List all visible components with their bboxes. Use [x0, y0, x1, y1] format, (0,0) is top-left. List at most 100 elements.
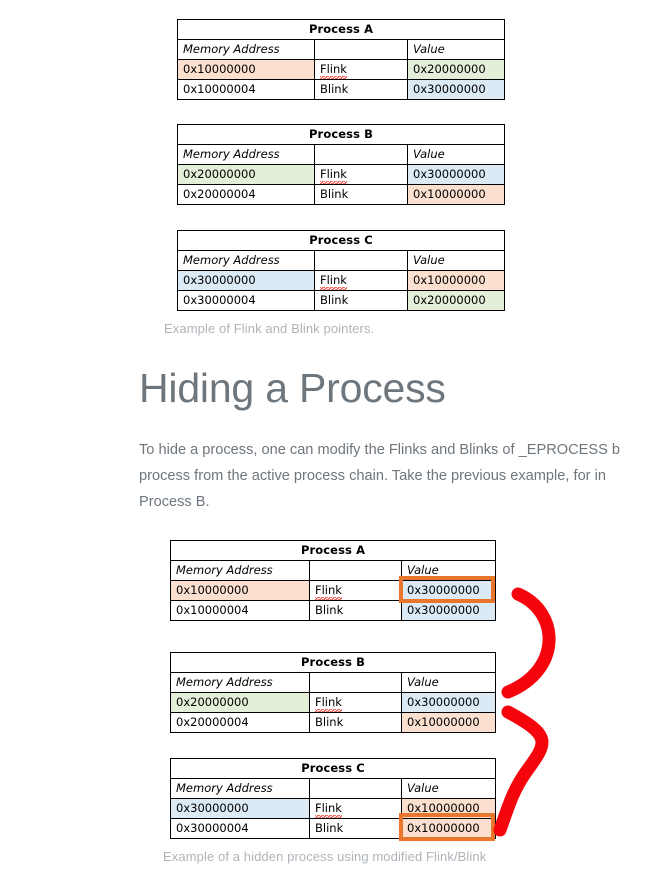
flink-label: Flink — [315, 583, 342, 600]
table-row: 0x30000004 Blink 0x10000000 — [170, 818, 497, 839]
table-header-row: Memory Address Value — [170, 672, 497, 693]
cell-value: 0x30000000 — [406, 79, 506, 100]
table-title-row: Process C — [176, 230, 506, 251]
cell-value: 0x20000000 — [406, 59, 506, 80]
column-header-value: Value — [400, 672, 497, 693]
cell-pointer-field: Blink — [314, 290, 408, 311]
column-header-field — [314, 39, 408, 60]
cell-memory-address: 0x30000000 — [170, 798, 310, 819]
column-header-memory-address: Memory Address — [177, 250, 315, 271]
cell-value: 0x10000000 — [406, 270, 506, 291]
cell-value: 0x30000000 — [406, 164, 506, 185]
table-header-row: Memory Address Value — [177, 144, 506, 165]
cell-memory-address: 0x10000004 — [177, 79, 315, 100]
paragraph-line-3: Process B. — [139, 494, 210, 510]
flink-label: Flink — [315, 695, 342, 712]
cell-value: 0x10000000 — [400, 798, 497, 819]
process-table-c-after: Process C Memory Address Value 0x3000000… — [169, 758, 497, 839]
cell-memory-address: 0x30000004 — [170, 818, 310, 839]
cell-pointer-field: Blink — [309, 712, 402, 733]
cell-pointer-field: Flink — [309, 798, 402, 819]
table-title-row: Process A — [169, 540, 497, 561]
cell-pointer-field: Flink — [309, 580, 402, 601]
column-header-memory-address: Memory Address — [170, 560, 310, 581]
table-row: 0x10000004 Blink 0x30000000 — [177, 79, 506, 100]
cell-pointer-field: Blink — [309, 818, 402, 839]
cell-memory-address: 0x10000000 — [177, 59, 315, 80]
table-row: 0x20000000 Flink 0x30000000 — [170, 692, 497, 713]
column-header-value: Value — [406, 144, 506, 165]
table-row: 0x20000004 Blink 0x10000000 — [177, 184, 506, 205]
process-table-b-before: Process B Memory Address Value 0x2000000… — [176, 124, 506, 205]
table-header-row: Memory Address Value — [170, 560, 497, 581]
cell-memory-address: 0x10000004 — [170, 600, 310, 621]
cell-memory-address: 0x20000004 — [177, 184, 315, 205]
paragraph-line-1: To hide a process, one can modify the Fl… — [139, 442, 621, 458]
column-header-value: Value — [406, 250, 506, 271]
table-row: 0x20000004 Blink 0x10000000 — [170, 712, 497, 733]
table-title: Process A — [169, 540, 497, 561]
table-row: 0x10000000 Flink 0x20000000 — [177, 59, 506, 80]
table-title-row: Process B — [169, 652, 497, 673]
cell-value: 0x30000000 — [400, 692, 497, 713]
column-header-memory-address: Memory Address — [170, 778, 310, 799]
table-title: Process A — [176, 19, 506, 40]
cell-value-modified: 0x30000000 — [400, 580, 497, 601]
column-header-field — [309, 778, 402, 799]
arrow-flink-a-to-b — [501, 587, 556, 699]
table-row: 0x30000000 Flink 0x10000000 — [177, 270, 506, 291]
table-header-row: Memory Address Value — [177, 250, 506, 271]
process-table-c-before: Process C Memory Address Value 0x3000000… — [176, 230, 506, 311]
table-title: Process B — [176, 124, 506, 145]
page-title: Hiding a Process — [139, 365, 446, 411]
column-header-field — [309, 672, 402, 693]
figure-caption-top: Example of Flink and Blink pointers. — [164, 321, 375, 336]
table-title: Process C — [169, 758, 497, 779]
cell-value: 0x10000000 — [406, 184, 506, 205]
cell-pointer-field: Blink — [314, 184, 408, 205]
table-row: 0x10000000 Flink 0x30000000 — [170, 580, 497, 601]
body-paragraph: To hide a process, one can modify the Fl… — [139, 437, 666, 515]
flink-label: Flink — [315, 801, 342, 818]
cell-pointer-field: Flink — [314, 59, 408, 80]
table-title: Process B — [169, 652, 497, 673]
column-header-field — [309, 560, 402, 581]
cell-memory-address: 0x30000000 — [177, 270, 315, 291]
cell-value-modified: 0x10000000 — [400, 818, 497, 839]
flink-label: Flink — [320, 167, 347, 184]
cell-pointer-field: Flink — [309, 692, 402, 713]
cell-value: 0x20000000 — [406, 290, 506, 311]
table-row: 0x30000004 Blink 0x20000000 — [177, 290, 506, 311]
cell-memory-address: 0x30000004 — [177, 290, 315, 311]
column-header-value: Value — [400, 560, 497, 581]
column-header-value: Value — [400, 778, 497, 799]
paragraph-line-2: process from the active process chain. T… — [139, 468, 606, 484]
cell-memory-address: 0x20000000 — [177, 164, 315, 185]
table-row: 0x20000000 Flink 0x30000000 — [177, 164, 506, 185]
cell-memory-address: 0x10000000 — [170, 580, 310, 601]
cell-memory-address: 0x20000004 — [170, 712, 310, 733]
cell-memory-address: 0x20000000 — [170, 692, 310, 713]
flink-label: Flink — [320, 62, 347, 79]
column-header-field — [314, 144, 408, 165]
table-header-row: Memory Address Value — [170, 778, 497, 799]
process-table-a-before: Process A Memory Address Value 0x1000000… — [176, 19, 506, 100]
column-header-memory-address: Memory Address — [177, 144, 315, 165]
flink-label: Flink — [320, 273, 347, 290]
column-header-memory-address: Memory Address — [170, 672, 310, 693]
table-title-row: Process B — [176, 124, 506, 145]
cell-pointer-field: Flink — [314, 270, 408, 291]
table-row: 0x30000000 Flink 0x10000000 — [170, 798, 497, 819]
column-header-memory-address: Memory Address — [177, 39, 315, 60]
table-title: Process C — [176, 230, 506, 251]
table-header-row: Memory Address Value — [177, 39, 506, 60]
figure-caption-bottom: Example of a hidden process using modifi… — [163, 849, 487, 864]
cell-pointer-field: Flink — [314, 164, 408, 185]
cell-pointer-field: Blink — [309, 600, 402, 621]
process-table-b-after: Process B Memory Address Value 0x2000000… — [169, 652, 497, 733]
column-header-value: Value — [406, 39, 506, 60]
cell-pointer-field: Blink — [314, 79, 408, 100]
cell-value: 0x10000000 — [400, 712, 497, 733]
table-title-row: Process A — [176, 19, 506, 40]
arrow-blink-c-to-a — [493, 705, 549, 837]
